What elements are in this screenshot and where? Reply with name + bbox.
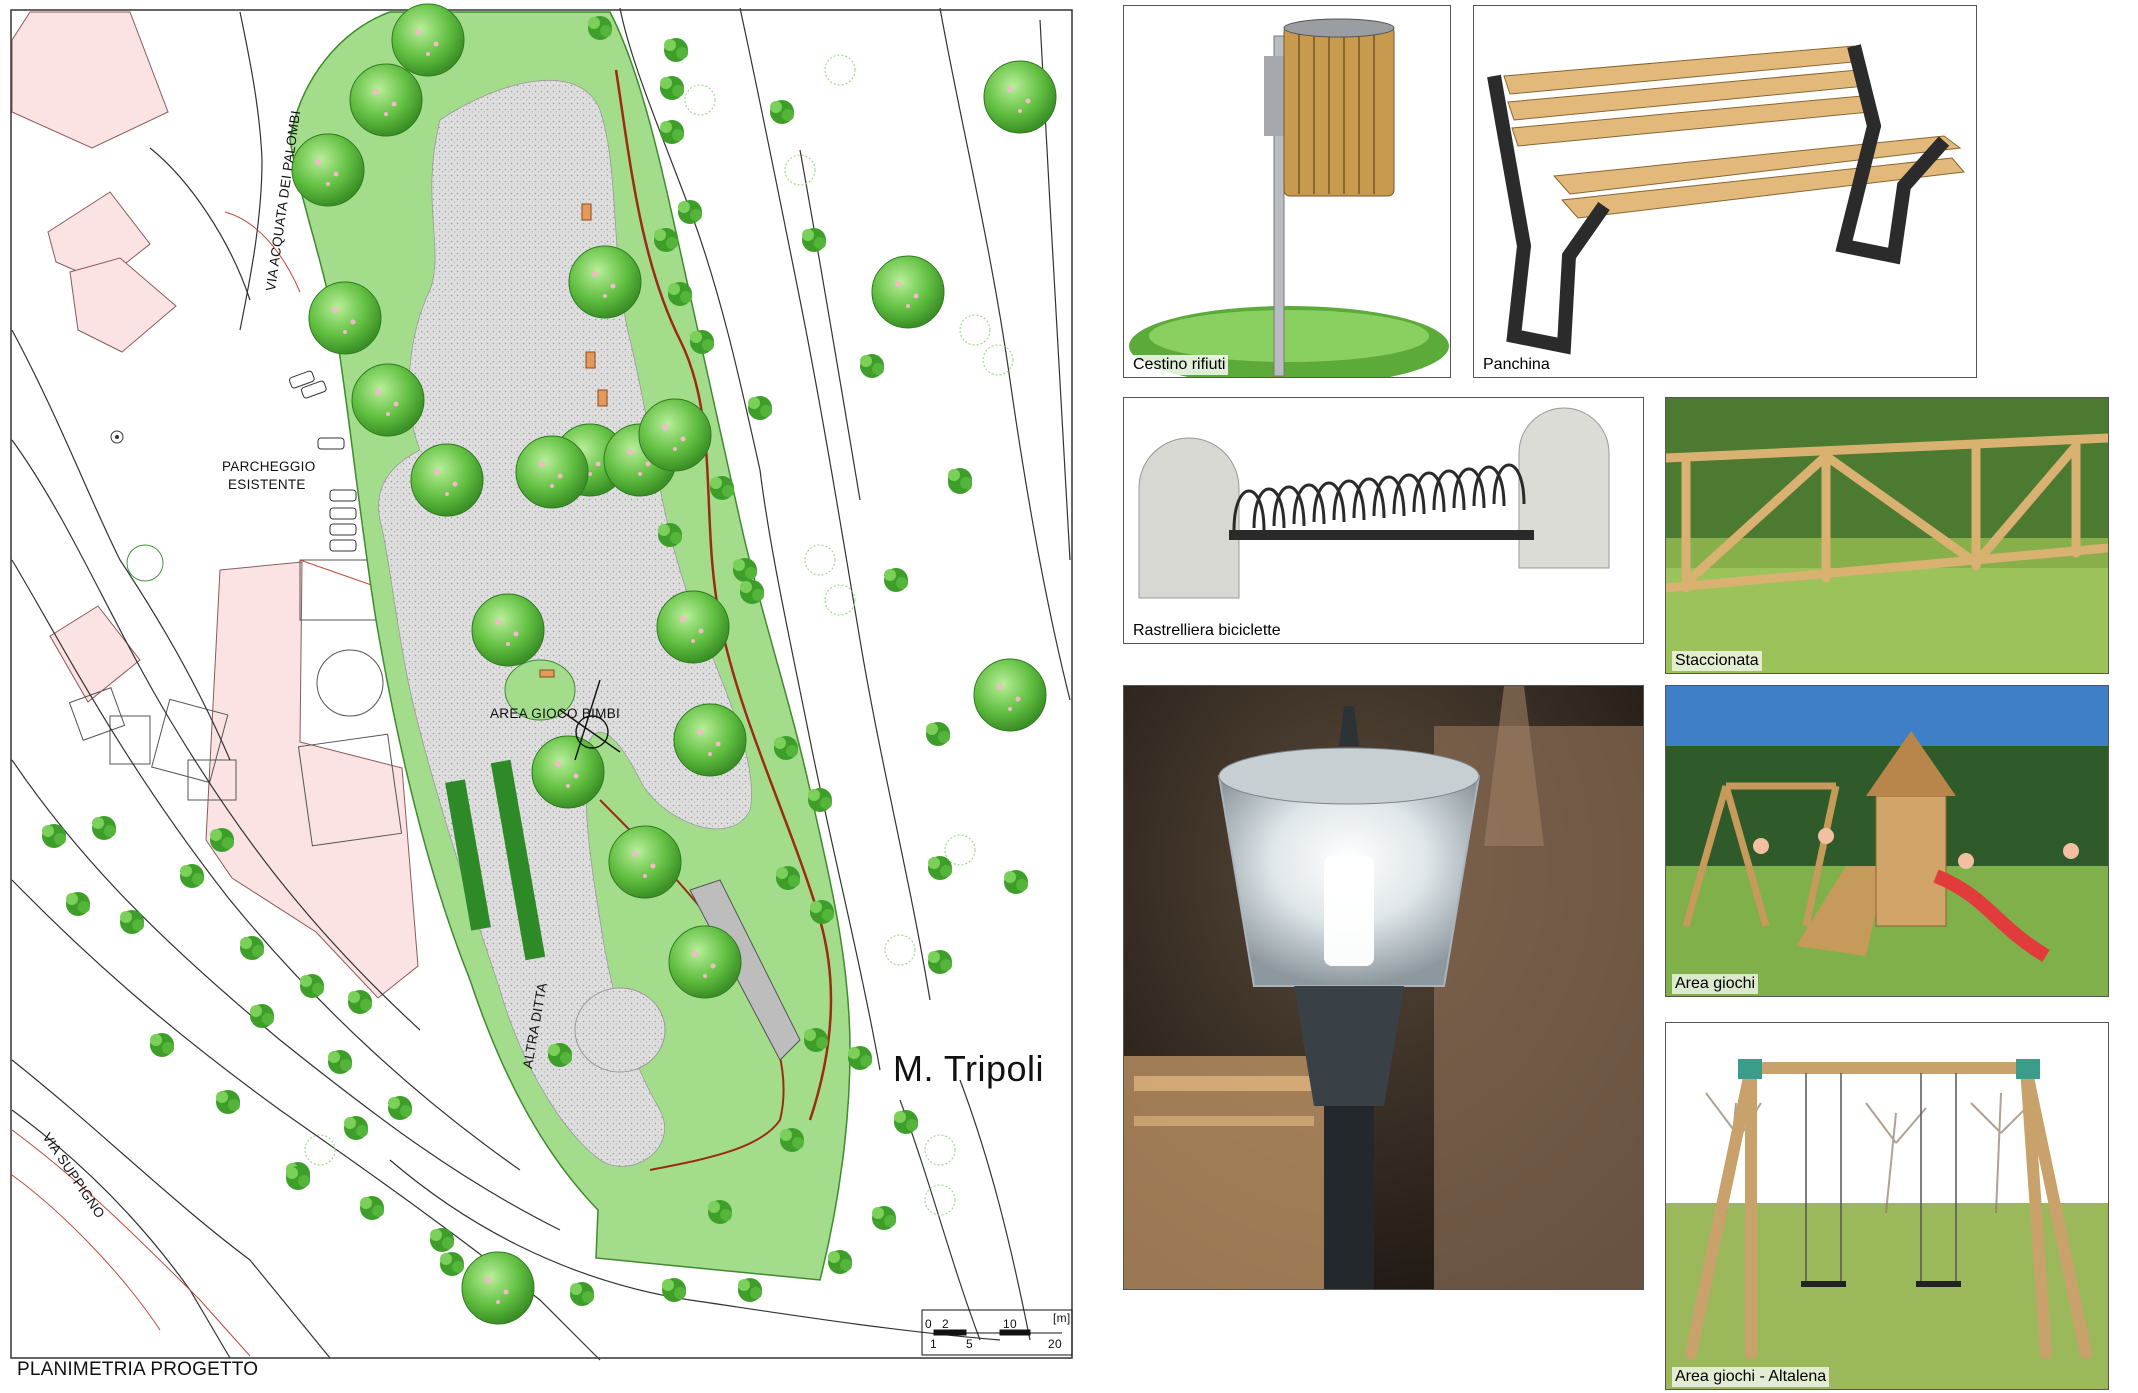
plan-title: PLANIMETRIA PROGETTO	[17, 1359, 259, 1380]
bike-rack-icon	[1124, 398, 1643, 643]
hedge-right	[490, 759, 546, 961]
ramp	[689, 879, 801, 1061]
manhole	[110, 430, 124, 444]
contour-lines	[11, 7, 1071, 1361]
fence-icon	[1666, 398, 2108, 673]
panel-playground: Area giochi	[1665, 685, 2109, 997]
play-structure	[559, 679, 621, 761]
scale-tick: 0	[925, 1317, 932, 1331]
panel-fence: Staccionata	[1665, 397, 2109, 674]
panel-bench: Panchina	[1473, 5, 1977, 378]
scale-tick: 5	[966, 1337, 973, 1351]
caption-bench: Panchina	[1480, 355, 1553, 375]
gravel-circle	[574, 987, 666, 1073]
site-plan-drawing	[10, 3, 1073, 1361]
scale-tick: 1	[930, 1337, 937, 1351]
existing-buildings	[11, 11, 419, 999]
play-area-lawn	[504, 659, 576, 721]
playground-icon	[1666, 686, 2108, 996]
scale-tick: 2	[942, 1317, 949, 1331]
scale-tick: 10	[1003, 1317, 1017, 1331]
parked-cars	[289, 370, 357, 552]
label-area-gioco: AREA GIOCO BIMBI	[490, 706, 621, 721]
caption-waste-bin: Cestino rifiuti	[1130, 355, 1229, 375]
label-m-tripoli: M. Tripoli	[893, 1048, 1045, 1089]
caption-fence: Staccionata	[1672, 651, 1762, 671]
hedge-left	[445, 779, 491, 931]
scale-tick: 20	[1048, 1337, 1062, 1351]
caption-playground: Area giochi	[1672, 974, 1759, 994]
bench-icon	[1474, 6, 1976, 377]
site-plan: VIA ACQUATA DEI PALOMBI PARCHEGGIO ESIST…	[10, 3, 1073, 1380]
waste-bin-icon	[1124, 6, 1450, 377]
property-lines	[11, 211, 381, 1357]
sheet-border	[10, 9, 1073, 1359]
street-lamp-icon	[1124, 686, 1643, 1289]
swing-icon	[1666, 1023, 2108, 1389]
caption-bike-rack: Rastrelliera biciclette	[1130, 621, 1284, 641]
panel-street-lamp	[1123, 685, 1644, 1290]
benches	[539, 203, 608, 678]
panel-swing: Area giochi - Altalena	[1665, 1022, 2109, 1390]
scale-bar	[921, 1309, 1073, 1356]
scale-unit: [m]	[1053, 1311, 1071, 1325]
panel-bike-rack: Rastrelliera biciclette	[1123, 397, 1644, 644]
label-esistente: ESISTENTE	[228, 477, 306, 492]
label-parcheggio: PARCHEGGIO	[222, 459, 316, 474]
caption-swing: Area giochi - Altalena	[1672, 1367, 1830, 1387]
tree-symbol	[126, 544, 164, 582]
panel-waste-bin: Cestino rifiuti	[1123, 5, 1451, 378]
